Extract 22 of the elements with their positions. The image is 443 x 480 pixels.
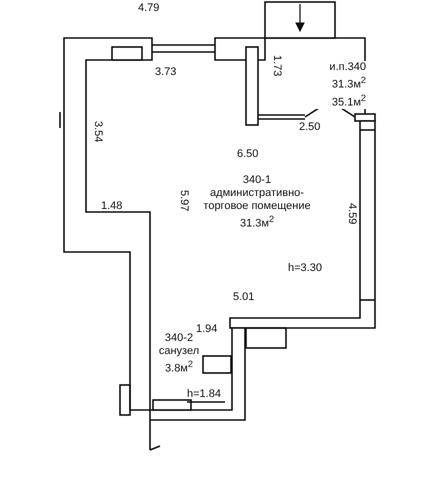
dimension-label: 1.48: [101, 201, 122, 212]
room-text: административно-торговое помещение: [202, 187, 312, 213]
room-number: 340-2: [164, 332, 194, 345]
dimension-label: 3.54: [92, 121, 103, 142]
dimension-label: h=1.84: [187, 389, 221, 400]
dimension-label: 3.73: [155, 67, 176, 78]
dimension-label: h=3.30: [288, 263, 322, 274]
dimension-label: 6.50: [237, 149, 258, 160]
dimension-label: 5.97: [178, 190, 189, 212]
room-text: 31.3м$^{2}$: [332, 74, 366, 92]
dimension-label: 4.79: [138, 3, 160, 14]
room-text: санузел: [158, 345, 200, 358]
room-text: 3.8м$^{2}$: [165, 358, 193, 376]
dimension-label: 4.59: [346, 203, 357, 224]
room-number: и.п.340: [329, 61, 366, 74]
room-text: 31.3м$^{2}$: [240, 213, 274, 231]
dimension-label: 1.94: [196, 324, 218, 335]
room-number: 340-1: [242, 174, 272, 187]
dimension-label: 5.01: [233, 292, 254, 303]
dimension-label: 2.50: [299, 122, 320, 133]
dimension-label: 1.73: [271, 55, 282, 76]
room-text: 35.1м$^{2}$: [332, 92, 366, 110]
